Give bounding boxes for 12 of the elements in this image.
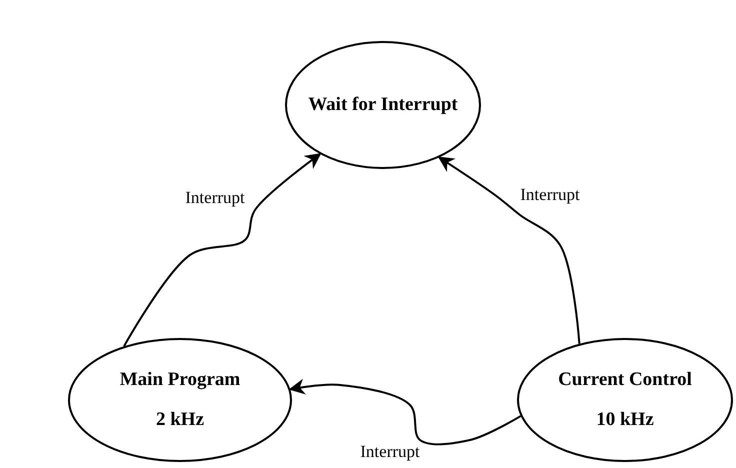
arrow (123, 153, 322, 347)
edge-label: Interrupt (358, 442, 422, 462)
state-label: 10 kHz (596, 408, 654, 431)
arrow (288, 378, 522, 446)
state-label: Wait for Interrupt (308, 94, 458, 116)
state-ellipse (68, 338, 292, 462)
state-ellipse (517, 338, 733, 462)
state-label: 2 kHz (156, 408, 204, 431)
state-label: Current Control (558, 369, 692, 392)
arrow (438, 156, 580, 344)
state-label: Main Program (120, 369, 240, 392)
state-ellipse (285, 41, 481, 169)
